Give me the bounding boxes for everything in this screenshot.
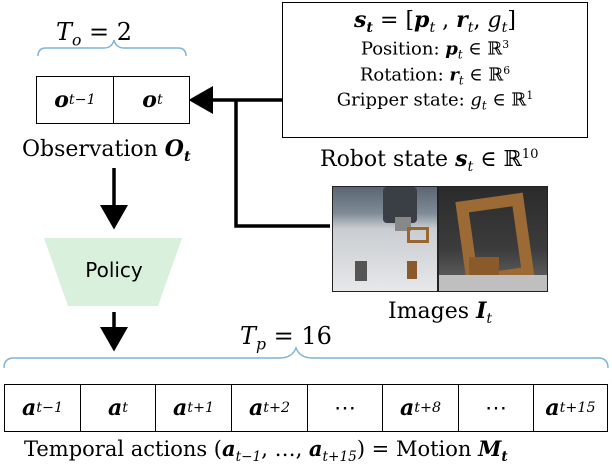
object-block-1: [355, 261, 367, 281]
policy-label: Policy: [85, 258, 143, 282]
camera-image-2: [438, 186, 548, 292]
camera-image-1: [332, 186, 438, 292]
gripper-bottom: [439, 275, 547, 291]
action-cell-ellipsis: ⋯: [459, 385, 534, 431]
observation-caption: Observation Ot: [22, 136, 191, 165]
images-connector: [234, 100, 330, 228]
state-line-gripper: Gripper state: gt ∈ ℝ1: [336, 89, 534, 113]
robot-state-caption: Robot state st ∈ ℝ10: [320, 146, 539, 175]
observation-brace: [37, 39, 187, 57]
state-header: st = [pt , rt, gt]: [354, 7, 516, 36]
state-line-position: Position: pt ∈ ℝ3: [360, 38, 510, 62]
observation-horizon: To = 2: [56, 18, 133, 50]
actions-caption: Temporal actions (at−1, …, at+15) = Moti…: [24, 436, 508, 465]
policy-shape: [44, 238, 182, 306]
robot-state-box: st = [pt , rt, gt] Position: pt ∈ ℝ3 Rot…: [282, 2, 588, 138]
actions-horizon: Tp = 16: [240, 322, 332, 354]
action-cell-ellipsis: ⋯: [308, 385, 383, 431]
actions-brace: [3, 345, 609, 369]
object-frame: [407, 227, 429, 243]
object-block-2: [407, 261, 417, 279]
state-line-rotation: Rotation: rt ∈ ℝ6: [359, 63, 511, 88]
wrist-object-base: [469, 257, 499, 275]
images-caption: Images It: [388, 298, 493, 327]
